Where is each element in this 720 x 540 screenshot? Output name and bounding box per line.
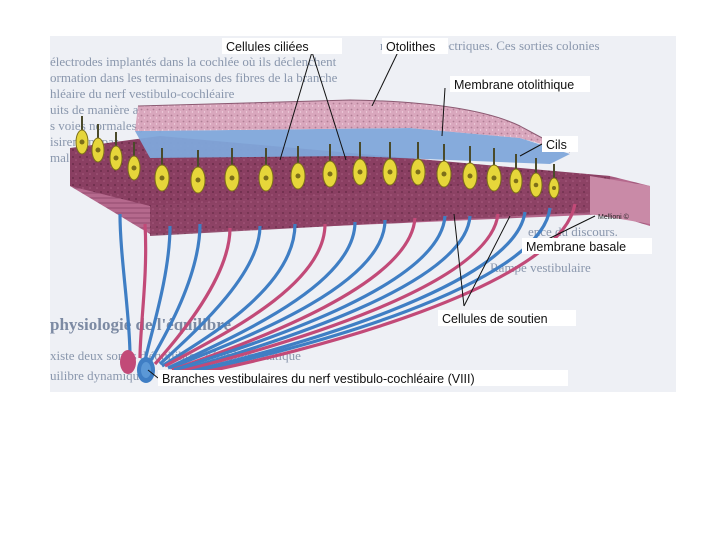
bg-line-4: hléaire du nerf vestibulo-cochléaire	[50, 86, 235, 101]
bg-line-3: ormation dans les terminaisons des fibre…	[50, 70, 338, 85]
label-signature: Mellioni ©	[598, 213, 630, 221]
label-ciliated-cells: Cellules ciliées	[226, 40, 309, 54]
vestibular-macula-illustration: n signaux électriques. Ces sorties colon…	[50, 36, 676, 392]
label-support-cells: Cellules de soutien	[442, 312, 548, 326]
label-otolithic-membrane: Membrane otolithique	[454, 78, 574, 92]
bg-line-2: électrodes implantés dans la cochlée où …	[50, 54, 337, 69]
label-cilia: Cils	[546, 138, 567, 152]
label-nerve-branches: Branches vestibulaires du nerf vestibulo…	[162, 372, 475, 386]
label-basal-membrane: Membrane basale	[526, 240, 626, 254]
label-otoliths: Otolithes	[386, 40, 435, 54]
